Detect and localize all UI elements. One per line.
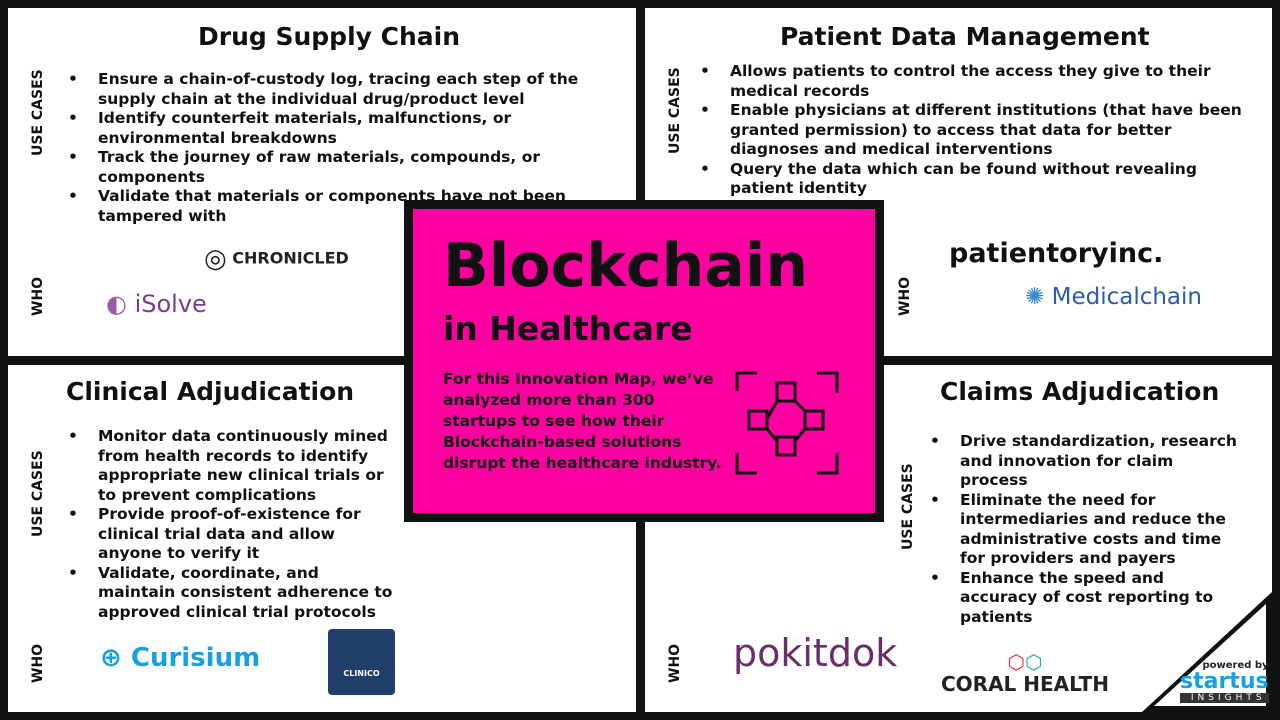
main-subtitle: in Healthcare xyxy=(443,309,693,348)
use-case-list: Monitor data continuously mined from hea… xyxy=(68,427,398,622)
list-item: Enable physicians at different instituti… xyxy=(700,101,1265,160)
pokitdok-logo: pokitdok xyxy=(733,631,898,675)
list-item: Identify counterfeit materials, malfunct… xyxy=(68,109,628,148)
use-cases-label: USE CASES xyxy=(30,69,46,156)
chronicled-logo: ◎ CHRONICLED xyxy=(204,244,349,274)
isolve-logo: ◐ iSolve xyxy=(106,290,207,318)
main-title: Blockchain xyxy=(443,231,809,301)
list-item: Query the data which can be found withou… xyxy=(700,160,1265,199)
list-item: Enhance the speed and accuracy of cost r… xyxy=(930,569,1240,628)
patientory-logo: patientoryinc. xyxy=(949,238,1164,269)
list-item: Monitor data continuously mined from hea… xyxy=(68,427,398,505)
section-title: Clinical Adjudication xyxy=(66,377,355,406)
list-item: Ensure a chain-of-custody log, tracing e… xyxy=(68,70,628,109)
section-title: Claims Adjudication xyxy=(940,377,1220,406)
section-drug-supply-chain: Drug Supply Chain USE CASES Ensure a cha… xyxy=(8,8,636,356)
use-cases-label: USE CASES xyxy=(30,450,46,537)
use-case-list: Allows patients to control the access th… xyxy=(700,62,1265,199)
insights-label: INSIGHTS xyxy=(1180,693,1269,703)
use-case-list: Drive standardization, research and inno… xyxy=(930,432,1240,627)
use-cases-label: USE CASES xyxy=(667,67,683,154)
who-label: WHO xyxy=(897,276,913,316)
who-label: WHO xyxy=(30,643,46,683)
curisium-logo: ⊕ Curisium xyxy=(100,643,261,673)
who-label: WHO xyxy=(667,643,683,683)
section-title: Patient Data Management xyxy=(780,22,1150,51)
list-item: Validate, coordinate, and maintain consi… xyxy=(68,564,398,623)
clinico-logo: CLINICO xyxy=(328,629,395,695)
list-item: Allows patients to control the access th… xyxy=(700,62,1265,101)
footer-triangle xyxy=(1142,592,1272,712)
description: For this Innovation Map, we’ve analyzed … xyxy=(443,370,722,472)
startus-logo: startus xyxy=(1180,669,1269,694)
medicalchain-logo: ✺ Medicalchain xyxy=(1025,284,1202,310)
startus-branding: powered by startus INSIGHTS xyxy=(1180,660,1269,703)
use-case-list: Ensure a chain-of-custody log, tracing e… xyxy=(68,70,628,226)
blockchain-cubes-icon xyxy=(735,371,839,475)
section-title: Drug Supply Chain xyxy=(198,22,461,51)
center-title-card: Blockchain in Healthcare For this Innova… xyxy=(404,200,884,522)
who-label: WHO xyxy=(30,276,46,316)
list-item: Provide proof-of-existence for clinical … xyxy=(68,505,398,564)
list-item: Eliminate the need for intermediaries an… xyxy=(930,491,1240,569)
list-item: Track the journey of raw materials, comp… xyxy=(68,148,628,187)
list-item: Drive standardization, research and inno… xyxy=(930,432,1240,491)
use-cases-label: USE CASES xyxy=(900,463,916,550)
coral-health-logo: ⬡⬡CORAL HEALTH xyxy=(941,650,1109,696)
powered-by-text: powered by xyxy=(1202,660,1269,671)
